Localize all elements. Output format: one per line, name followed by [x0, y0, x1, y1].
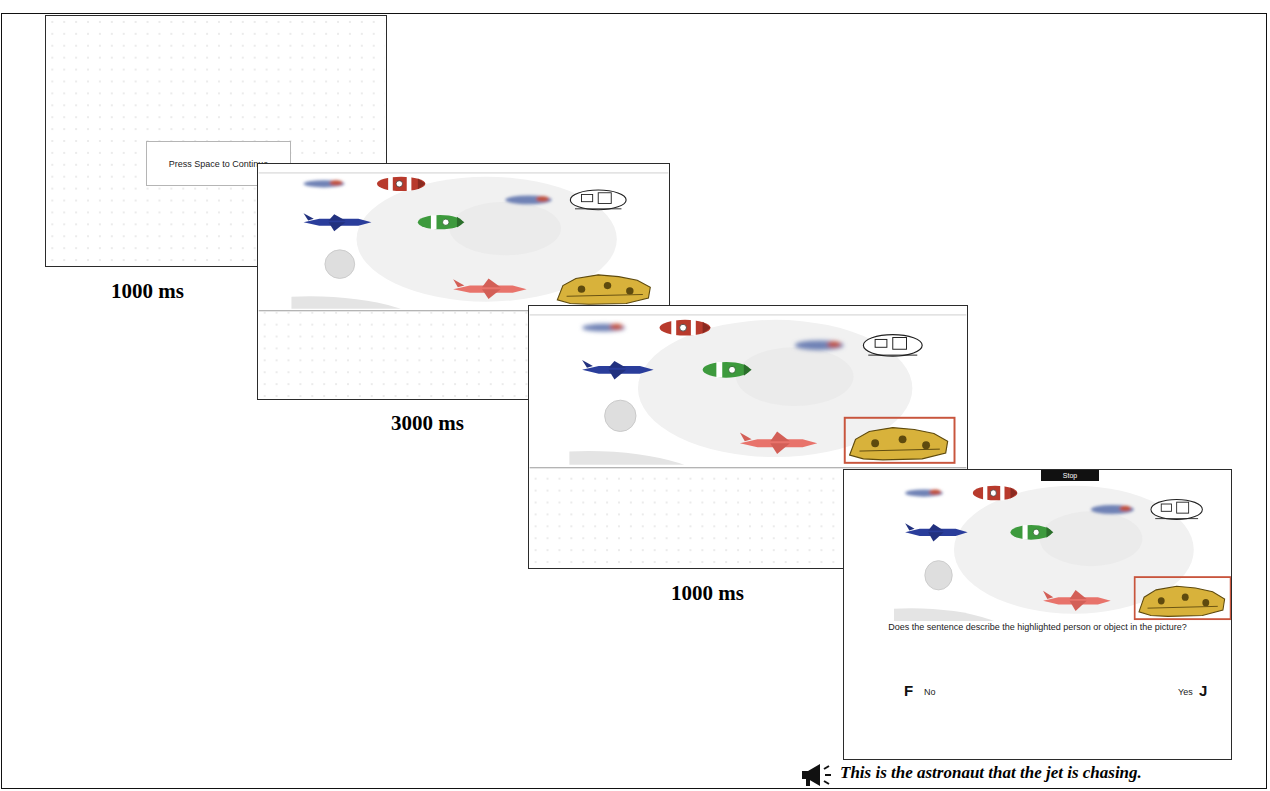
- audio-sentence: This is the astronaut that the jet is ch…: [840, 763, 1142, 783]
- duration-label: 1000 ms: [111, 279, 184, 304]
- response-key: J: [1199, 682, 1207, 699]
- screen-illustration: [844, 470, 1231, 759]
- duration-label: 3000 ms: [391, 411, 464, 436]
- trial-screen: Does the sentence describe the highlight…: [843, 469, 1232, 760]
- prompt-text: Press Space to Continue: [169, 159, 269, 169]
- response-option: No: [924, 687, 936, 697]
- button-text: Stop: [1063, 472, 1077, 479]
- response-key: F: [904, 682, 913, 699]
- stop-button: Stop: [1041, 470, 1099, 481]
- duration-label: 1000 ms: [671, 581, 744, 606]
- speaker-icon: [800, 761, 832, 789]
- response-option: Yes: [1178, 687, 1193, 697]
- question-text: Does the sentence describe the highlight…: [854, 622, 1221, 632]
